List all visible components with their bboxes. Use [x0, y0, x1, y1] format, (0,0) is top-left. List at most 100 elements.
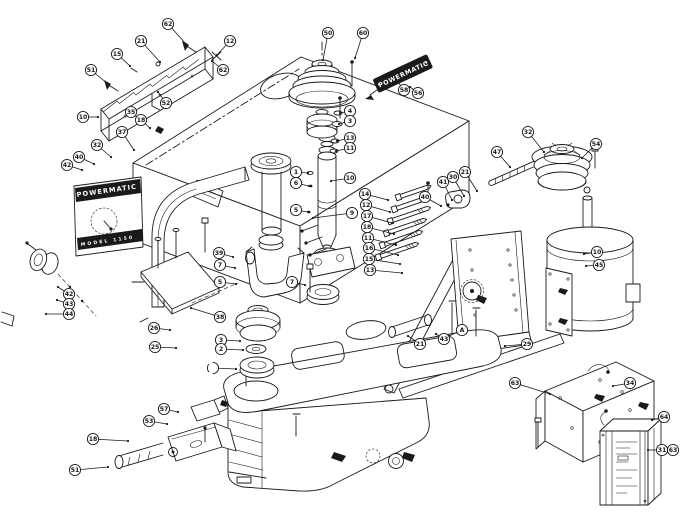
svg-text:10: 10 — [593, 249, 602, 256]
svg-text:31: 31 — [658, 447, 667, 454]
callout-21: 21 — [406, 334, 427, 351]
callout-21: 21 — [134, 34, 162, 64]
svg-text:10: 10 — [346, 175, 355, 182]
front-brand-panel: POWERMATIC MODEL 1150 — [73, 176, 144, 257]
callout-63: 63 — [508, 376, 552, 396]
svg-text:7: 7 — [218, 262, 222, 269]
callout-3: 3 — [214, 333, 242, 347]
callout-64: 64 — [650, 410, 671, 424]
svg-text:32: 32 — [524, 129, 533, 136]
svg-text:39: 39 — [215, 250, 224, 257]
callout-56: 56 — [408, 85, 425, 100]
callout-18: 18 — [86, 432, 130, 446]
svg-text:42: 42 — [65, 291, 74, 298]
svg-text:62: 62 — [219, 67, 228, 74]
svg-text:12: 12 — [226, 38, 235, 45]
svg-text:11: 11 — [346, 145, 355, 152]
flat-cover-plate — [131, 217, 314, 323]
svg-text:37: 37 — [118, 129, 127, 136]
callout-13: 13 — [363, 263, 404, 277]
svg-text:53: 53 — [145, 418, 154, 425]
callout-2: 2 — [214, 342, 245, 356]
callout-7: 7 — [213, 258, 237, 272]
callout-51: 51 — [68, 463, 110, 477]
callout-38: 38 — [189, 306, 227, 324]
svg-text:7: 7 — [290, 279, 294, 286]
svg-text:17: 17 — [363, 213, 372, 220]
svg-text:41: 41 — [439, 179, 448, 186]
callout-47: 47 — [490, 145, 512, 169]
svg-text:35: 35 — [127, 109, 136, 116]
svg-text:44: 44 — [65, 311, 74, 318]
callout-5: 5 — [213, 275, 238, 289]
svg-text:34: 34 — [626, 380, 635, 387]
svg-text:30: 30 — [449, 174, 458, 181]
callout-52: 52 — [156, 90, 173, 110]
head-casting — [223, 300, 502, 492]
hinge-strip — [100, 41, 222, 142]
callout-11: 11 — [361, 231, 398, 247]
callout-31: 31 — [646, 443, 669, 457]
svg-text:40: 40 — [75, 154, 84, 161]
svg-text:45: 45 — [595, 262, 604, 269]
callout-51: 51 — [84, 63, 110, 86]
callout-3: 3 — [337, 114, 357, 128]
callout-15: 15 — [362, 252, 402, 266]
svg-text:64: 64 — [660, 414, 669, 421]
cam-piece — [445, 189, 471, 209]
adjust-knob — [462, 281, 482, 301]
svg-text:5: 5 — [294, 207, 298, 214]
callout-10: 10 — [76, 110, 100, 124]
callout-9: 9 — [311, 206, 359, 220]
callout-44: 44 — [44, 307, 76, 321]
svg-text:47: 47 — [493, 149, 502, 156]
svg-text:18: 18 — [89, 436, 98, 443]
callout-30: 30 — [446, 170, 466, 198]
callout-63: 63 — [666, 443, 680, 457]
svg-text:15: 15 — [113, 51, 122, 58]
svg-text:63: 63 — [511, 380, 520, 387]
quill-assembly — [306, 134, 356, 305]
callout-39: 39 — [212, 246, 235, 260]
callout-5: 5 — [289, 203, 310, 217]
callout-21: 21 — [458, 165, 479, 193]
svg-text:21: 21 — [416, 341, 425, 348]
callout-62: 62 — [161, 17, 188, 46]
svg-text:40: 40 — [421, 194, 430, 201]
svg-text:26: 26 — [150, 325, 159, 332]
svg-text:18: 18 — [137, 117, 146, 124]
callout-54: 54 — [580, 137, 603, 160]
svg-text:29: 29 — [523, 341, 532, 348]
callout-18: 18 — [360, 220, 396, 236]
callout-15: 15 — [110, 47, 132, 68]
callout-10: 10 — [582, 245, 604, 259]
svg-text:38: 38 — [216, 314, 225, 321]
svg-text:15: 15 — [365, 256, 374, 263]
callout-41: 41 — [436, 175, 454, 202]
svg-text:16: 16 — [365, 245, 374, 252]
svg-text:58: 58 — [400, 87, 409, 94]
motor-pulley — [488, 142, 599, 191]
callout-10: 10 — [329, 171, 357, 185]
x-mark — [211, 51, 222, 61]
svg-text:6: 6 — [294, 180, 298, 187]
callout-42: 42 — [56, 285, 76, 301]
svg-text:21: 21 — [137, 38, 146, 45]
callout-58: 58 — [396, 80, 411, 97]
svg-text:13: 13 — [366, 267, 375, 274]
callout-32: 32 — [521, 125, 546, 154]
svg-text:2: 2 — [219, 346, 223, 353]
callout-32: 32 — [90, 138, 113, 159]
svg-text:57: 57 — [160, 406, 169, 413]
svg-text:11: 11 — [364, 235, 373, 242]
callout-40: 40 — [72, 150, 96, 166]
svg-text:42: 42 — [63, 162, 72, 169]
electrical-box — [599, 409, 662, 506]
svg-text:43: 43 — [65, 301, 74, 308]
callout-50: 50 — [321, 26, 335, 62]
callout-53: 53 — [142, 414, 169, 428]
callout-57: 57 — [157, 402, 180, 416]
callout-12: 12 — [215, 34, 237, 57]
svg-text:1: 1 — [294, 169, 298, 176]
